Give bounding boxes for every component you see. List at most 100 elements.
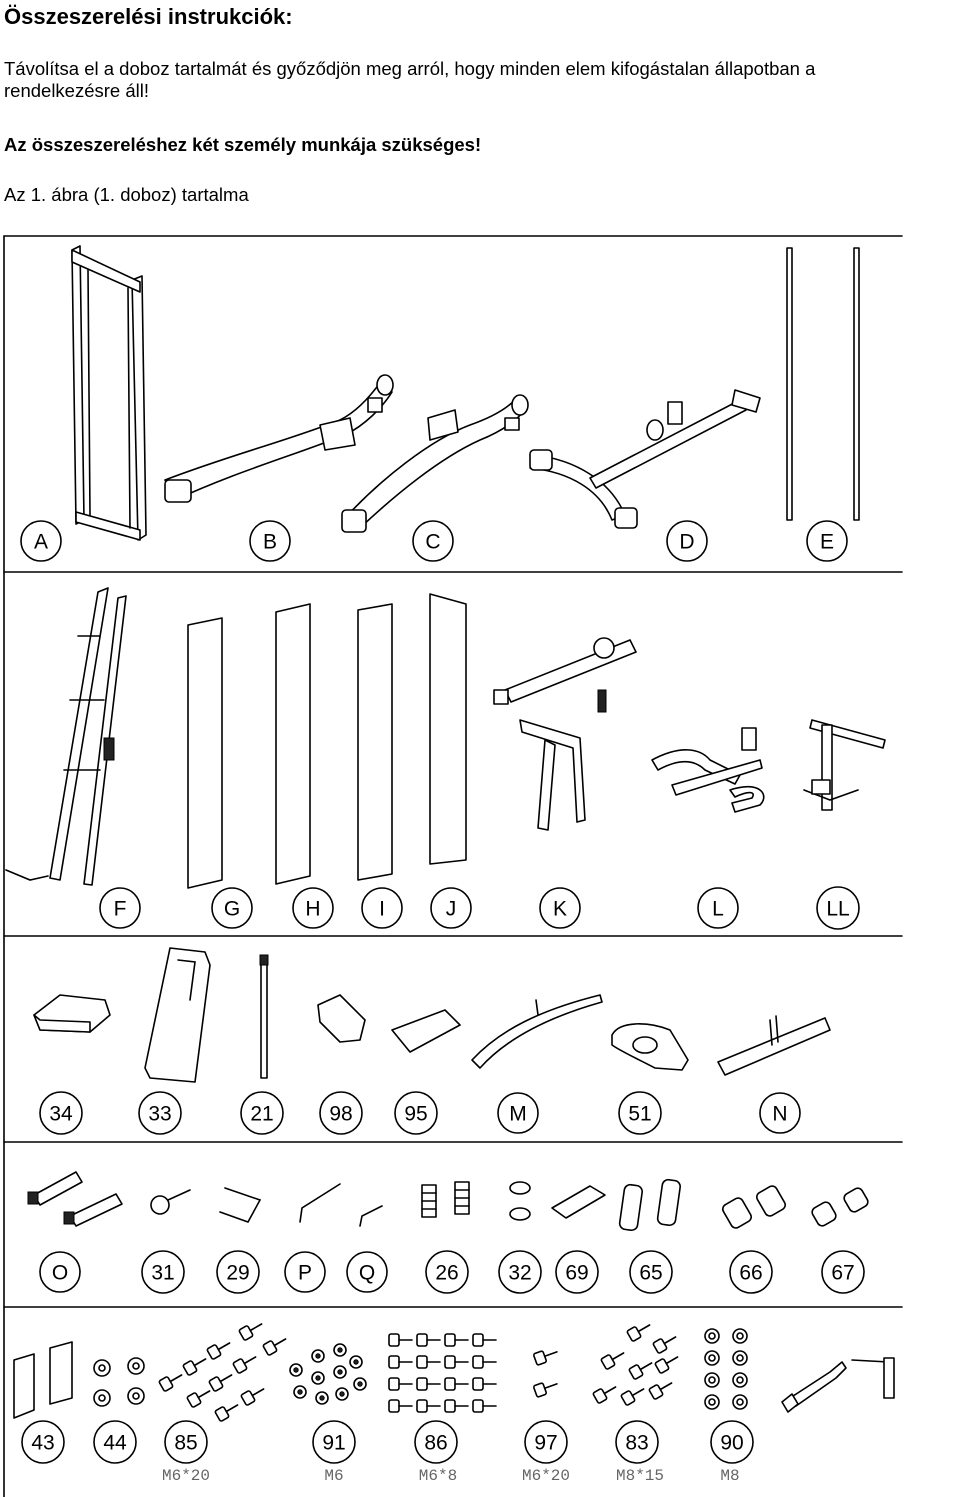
part-91-drawing — [289, 1343, 367, 1405]
part-44-drawing — [93, 1357, 145, 1407]
part-83-drawing — [592, 1324, 679, 1406]
part-label-text: D — [679, 531, 694, 554]
part-label-text: O — [52, 1262, 68, 1285]
part-51-drawing — [611, 1023, 689, 1071]
part-label-text: 67 — [831, 1262, 854, 1285]
part-label-text: 66 — [739, 1262, 762, 1285]
part-label-text: J — [446, 898, 457, 921]
figure-caption: Az 1. ábra (1. doboz) tartalma — [4, 184, 249, 205]
part-69-drawing — [551, 1185, 606, 1219]
panel-i-drawing — [357, 603, 393, 881]
part-label-text: 65 — [639, 1262, 662, 1285]
diagram-frame — [3, 235, 903, 1497]
part-label-text: 43 — [31, 1432, 54, 1455]
part-97-drawing — [533, 1350, 558, 1398]
hardware-size-label: M6*8 — [419, 1467, 457, 1485]
part-label-f: F — [99, 887, 141, 929]
part-label-text: A — [34, 531, 48, 554]
part-l-drawing — [651, 727, 765, 813]
part-p-drawing — [299, 1183, 341, 1223]
part-label-text: 95 — [404, 1103, 427, 1126]
part-65-drawing — [618, 1178, 681, 1232]
part-label-text: LL — [826, 898, 849, 921]
part-90-drawing — [704, 1328, 748, 1410]
part-label-32: 32 — [498, 1250, 542, 1294]
hardware-size-label: M8*15 — [616, 1467, 664, 1485]
part-67-drawing — [811, 1187, 869, 1227]
part-label-l: L — [697, 887, 739, 929]
part-label-31: 31 — [141, 1250, 185, 1294]
part-f-drawing — [5, 587, 127, 886]
part-label-text: 69 — [565, 1262, 588, 1285]
part-label-text: 98 — [329, 1103, 352, 1126]
intro-line-1: Távolítsa el a doboz tartalmát és győződ… — [4, 58, 816, 79]
part-label-51: 51 — [618, 1091, 662, 1135]
part-label-text: K — [553, 898, 567, 921]
panel-h-drawing — [275, 603, 311, 885]
part-43-drawing — [13, 1341, 73, 1419]
part-26-drawing — [421, 1181, 470, 1218]
part-85-drawing — [158, 1323, 287, 1422]
part-label-33: 33 — [138, 1091, 182, 1135]
part-label-34: 34 — [39, 1091, 83, 1135]
part-label-91: 91 — [312, 1420, 356, 1464]
part-m-drawing — [471, 994, 603, 1069]
part-label-text: H — [305, 898, 320, 921]
part-label-o: O — [39, 1251, 81, 1293]
part-n-drawing — [717, 1015, 831, 1076]
part-label-67: 67 — [821, 1250, 865, 1294]
part-21-drawing — [259, 954, 269, 1079]
part-label-i: I — [361, 887, 403, 929]
part-label-29: 29 — [216, 1250, 260, 1294]
hex-key-drawing — [851, 1357, 895, 1399]
part-label-n: N — [759, 1092, 801, 1134]
part-label-text: 97 — [534, 1432, 557, 1455]
part-label-c: C — [412, 520, 454, 562]
part-label-text: E — [820, 531, 834, 554]
part-label-text: M — [509, 1103, 527, 1126]
part-label-text: 86 — [424, 1432, 447, 1455]
part-b-drawing — [164, 374, 394, 503]
part-label-83: 83 — [615, 1420, 659, 1464]
panel-j-drawing — [429, 593, 467, 865]
part-label-26: 26 — [425, 1250, 469, 1294]
part-label-text: 31 — [151, 1262, 174, 1285]
part-98-drawing — [317, 994, 366, 1043]
part-label-text: Q — [359, 1262, 375, 1285]
part-label-97: 97 — [524, 1420, 568, 1464]
part-label-text: 51 — [628, 1103, 651, 1126]
part-label-h: H — [292, 887, 334, 929]
part-label-e: E — [806, 520, 848, 562]
part-31-drawing — [150, 1189, 191, 1215]
part-label-b: B — [249, 520, 291, 562]
part-label-d: D — [666, 520, 708, 562]
part-label-text: 85 — [174, 1432, 197, 1455]
part-label-a: A — [20, 520, 62, 562]
part-label-text: F — [114, 898, 127, 921]
part-label-text: P — [298, 1262, 312, 1285]
part-label-text: L — [712, 898, 724, 921]
part-label-text: 32 — [508, 1262, 531, 1285]
part-34-drawing — [33, 994, 111, 1033]
part-label-66: 66 — [729, 1250, 773, 1294]
part-label-21: 21 — [240, 1091, 284, 1135]
part-29-drawing — [219, 1187, 262, 1223]
part-label-text: I — [379, 898, 385, 921]
part-label-text: 29 — [226, 1262, 249, 1285]
part-label-text: 34 — [49, 1103, 73, 1126]
part-label-86: 86 — [414, 1420, 458, 1464]
hardware-size-label: M6 — [324, 1467, 343, 1485]
part-q-drawing — [359, 1205, 383, 1227]
part-label-text: 90 — [720, 1432, 743, 1455]
part-33-drawing — [144, 947, 211, 1083]
part-o-drawing — [27, 1171, 123, 1227]
part-label-m: M — [497, 1092, 539, 1134]
part-d-drawing — [529, 389, 761, 529]
part-label-text: 83 — [625, 1432, 648, 1455]
part-c-drawing — [341, 394, 529, 533]
part-label-k: K — [539, 887, 581, 929]
part-label-g: G — [211, 887, 253, 929]
part-label-95: 95 — [394, 1091, 438, 1135]
part-label-44: 44 — [93, 1420, 137, 1464]
part-label-ll: LL — [816, 886, 860, 930]
